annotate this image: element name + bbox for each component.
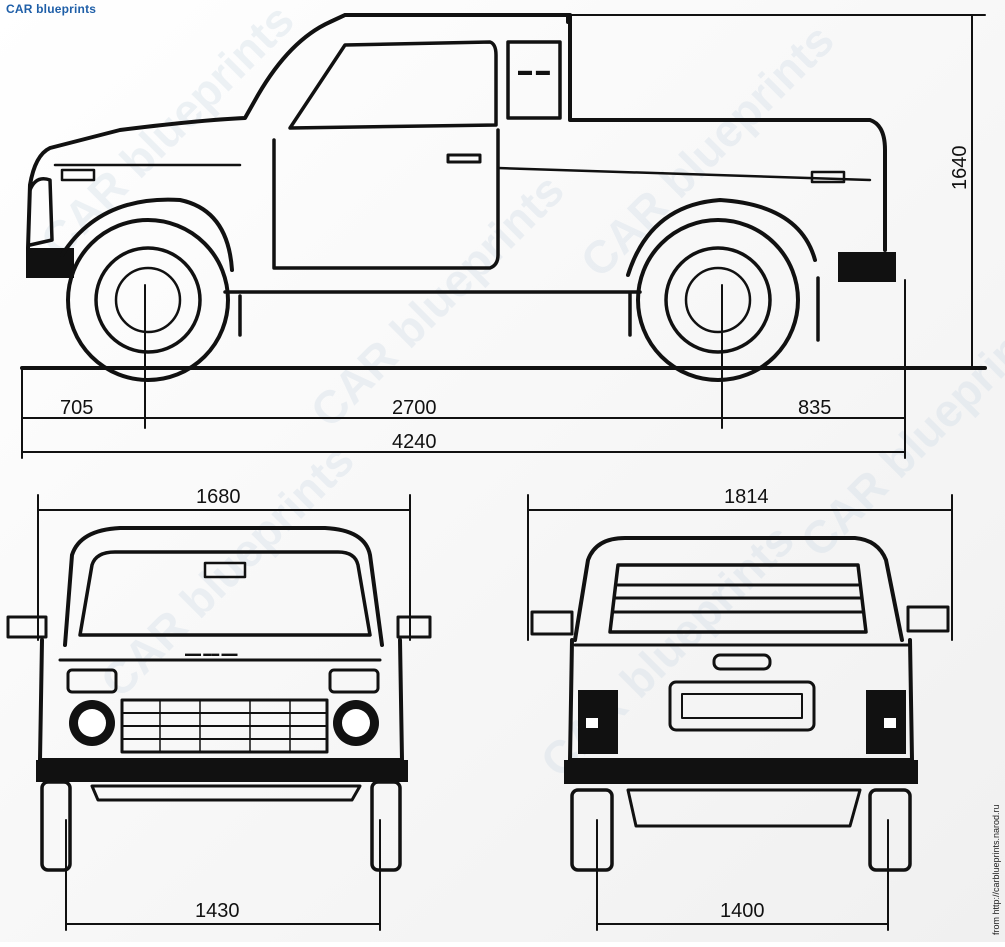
rear-bumper [564, 760, 918, 784]
wheelbase-label: 2700 [392, 397, 437, 419]
front-view: 1680 ▬▬ ▬▬ ▬▬ [6, 486, 432, 931]
svg-text:▬ ▬: ▬ ▬ [518, 62, 550, 78]
side-window [288, 40, 498, 130]
front-bumper [36, 760, 408, 782]
rear-bumper-side [838, 252, 896, 282]
side-dimensions: 705 2700 835 4240 1640 [21, 14, 986, 459]
source-credit: from http://carblueprints.narod.ru [991, 804, 1001, 935]
rear-width-label: 1814 [724, 486, 769, 508]
front-track-label: 1430 [195, 900, 240, 922]
logo-prefix: CAR [6, 2, 33, 16]
logo-suffix: blueprints [36, 2, 97, 16]
overall-length-label: 4240 [392, 431, 437, 453]
front-width-label: 1680 [196, 486, 241, 508]
side-body-outline [26, 13, 887, 252]
rear-track-label: 1400 [720, 900, 765, 922]
front-overhang-label: 705 [60, 397, 93, 419]
side-door [272, 128, 500, 270]
svg-text:▬▬ ▬▬ ▬▬: ▬▬ ▬▬ ▬▬ [185, 649, 237, 658]
front-bumper-side [26, 248, 74, 278]
rear-view: 1814 1400 [527, 486, 953, 931]
rear-window [608, 563, 868, 634]
site-logo[interactable]: CAR blueprints [6, 2, 96, 16]
rear-cab-window [506, 40, 562, 120]
windshield [78, 550, 372, 637]
front-wheel-side [66, 218, 230, 382]
grille [120, 698, 329, 754]
rear-wheel-side [636, 218, 800, 382]
rear-overhang-label: 835 [798, 397, 831, 419]
height-label: 1640 [949, 146, 971, 191]
side-view: ▬ ▬ [20, 13, 987, 429]
